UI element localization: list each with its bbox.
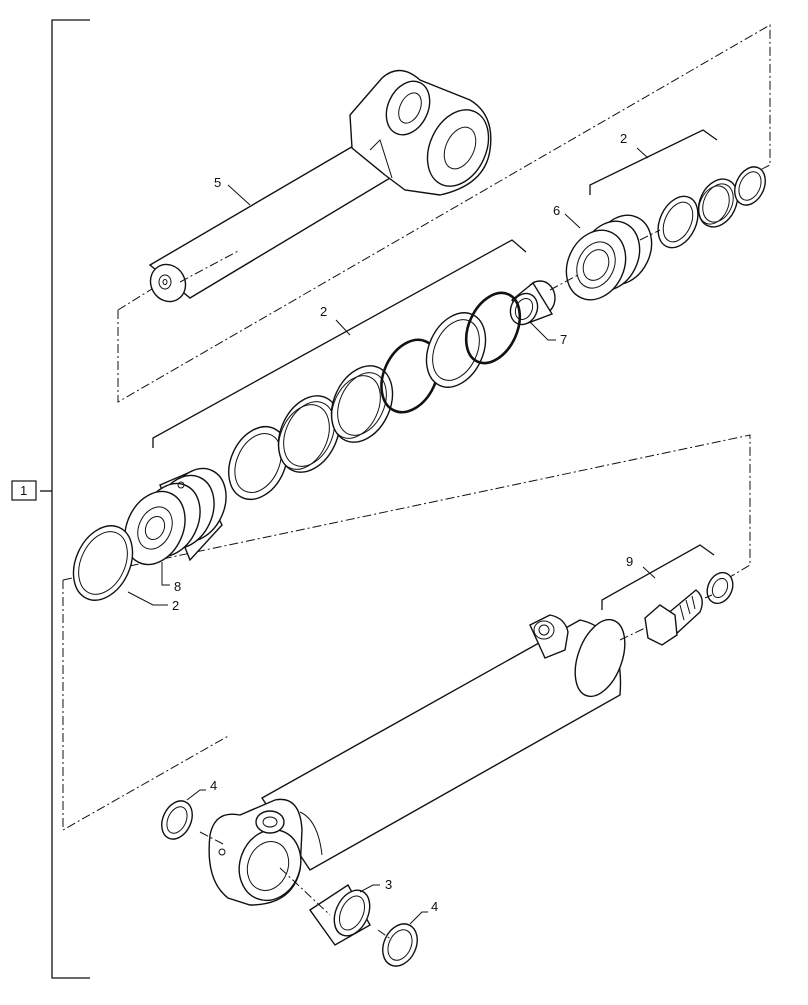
piston-rod [148,69,492,303]
callout-4-left: 4 [210,778,217,793]
leader-3 [359,884,380,893]
callout-6: 6 [553,203,560,218]
piston-seal-ring-d [425,312,487,388]
leader-8 [161,562,170,586]
callout-2-rod-end: 2 [620,131,627,146]
leader-4-left [186,789,206,801]
assembly-bracket [11,19,90,979]
piston [124,467,227,566]
callout-7: 7 [560,332,567,347]
rod-wiper [697,178,739,228]
callout-8: 8 [174,579,181,594]
callout-2-middle: 2 [320,304,327,319]
callout-3: 3 [385,877,392,892]
snap-ring-right [382,923,418,967]
callout-9: 9 [626,554,633,569]
piston-seal-ring-a [228,426,288,500]
seal-kit-bracket-rod-end [589,129,718,195]
fitting-kit-bracket [601,544,715,610]
callout-1: 1 [20,483,27,498]
leader-6 [564,213,581,229]
rod-backup-ring [734,166,766,206]
piston-seal-ring-c [330,365,394,443]
o-ring-a [380,338,440,414]
leader-2-piston [127,591,168,606]
seal-kit-bracket-middle [152,239,527,448]
leader-7 [529,321,556,341]
snap-ring-left [161,800,193,840]
piston-end-seal [72,525,134,601]
assembly-axis-lines [179,229,713,941]
o-ring-b [464,291,522,365]
phantom-outline-bottom [62,434,751,831]
callout-2-piston: 2 [172,598,179,613]
gland [565,214,653,301]
piston-seal-ring-b [277,395,341,473]
fitting-bolt [644,589,703,646]
leader-4-right [409,911,428,925]
callout-4-right: 4 [431,899,438,914]
rod-seal [657,195,699,249]
cylinder-barrel [208,614,626,906]
base-bushing [309,883,371,946]
leader-5 [227,184,251,206]
fitting-washer [706,571,734,605]
callout-5: 5 [214,175,221,190]
